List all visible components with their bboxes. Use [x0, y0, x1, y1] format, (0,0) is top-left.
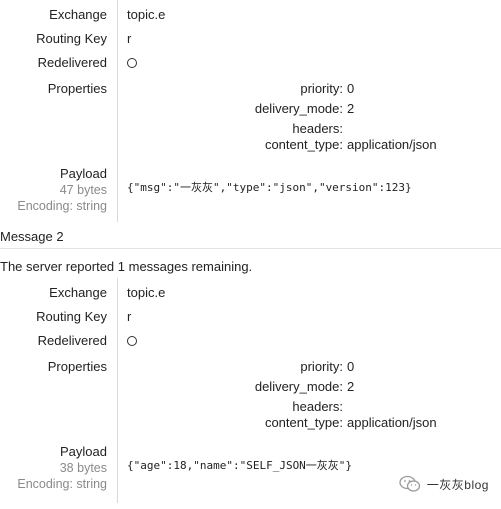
exchange-row: Exchange topic.e: [0, 283, 501, 303]
priority-row: priority: 0: [121, 79, 501, 99]
delivery-mode-row: delivery_mode: 2: [121, 99, 501, 119]
content-type-value: application/json: [347, 415, 437, 430]
content-type-row: content_type: application/json: [121, 135, 501, 155]
redelivered-circle-icon: [127, 335, 137, 346]
payload-label: Payload: [60, 166, 107, 181]
payload-encoding: Encoding: string: [17, 477, 107, 491]
delivery-mode-value: 2: [347, 379, 355, 394]
watermark-text: 一灰灰blog: [426, 477, 489, 492]
exchange-label: Exchange: [49, 285, 107, 300]
delivery-mode-row: delivery_mode: 2: [121, 377, 501, 397]
priority-key: priority:: [300, 81, 343, 96]
properties-row: Properties: [0, 357, 501, 377]
payload-encoding: Encoding: string: [17, 199, 107, 213]
payload-meta: Payload 47 bytes Encoding: string: [0, 166, 107, 214]
exchange-value: topic.e: [127, 285, 166, 300]
content-type-row: content_type: application/json: [121, 413, 501, 433]
payload-value: {"msg":"一灰灰","type":"json","version":123…: [127, 181, 412, 194]
delivery-mode-key: delivery_mode:: [254, 101, 343, 116]
wechat-icon: [399, 475, 421, 493]
content-type-value: application/json: [347, 137, 437, 152]
payload-label: Payload: [60, 444, 107, 459]
priority-value: 0: [347, 81, 355, 96]
routing-key-row: Routing Key r: [0, 29, 501, 49]
redelivered-value: [127, 331, 137, 351]
priority-key: priority:: [300, 359, 343, 374]
priority-value: 0: [347, 359, 355, 374]
redelivered-circle-icon: [127, 57, 137, 68]
headers-key: headers:: [292, 399, 343, 414]
properties-label: Properties: [47, 359, 107, 374]
routing-key-label: Routing Key: [36, 309, 107, 324]
routing-key-value: r: [127, 31, 132, 46]
message-2-header: Message 2: [0, 226, 501, 249]
watermark: 一灰灰blog: [399, 475, 489, 493]
redelivered-row: Redelivered: [0, 53, 501, 73]
redelivered-label: Redelivered: [37, 55, 107, 70]
headers-row: headers:: [121, 397, 501, 417]
exchange-value: topic.e: [127, 7, 166, 22]
headers-key: headers:: [292, 121, 343, 136]
properties-label: Properties: [47, 81, 107, 96]
redelivered-label: Redelivered: [37, 333, 107, 348]
message-1-details: Exchange topic.e Routing Key r Redeliver…: [0, 0, 501, 222]
exchange-row: Exchange topic.e: [0, 5, 501, 25]
payload-value: {"age":18,"name":"SELF_JSON一灰灰"}: [127, 459, 353, 472]
delivery-mode-key: delivery_mode:: [254, 379, 343, 394]
content-type-key: content_type:: [264, 415, 343, 430]
routing-key-label: Routing Key: [36, 31, 107, 46]
message-2-details: Exchange topic.e Routing Key r Redeliver…: [0, 278, 501, 503]
routing-key-value: r: [127, 309, 132, 324]
content-type-key: content_type:: [264, 137, 343, 152]
priority-row: priority: 0: [121, 357, 501, 377]
payload-bytes: 38 bytes: [59, 461, 107, 475]
routing-key-row: Routing Key r: [0, 307, 501, 327]
exchange-label: Exchange: [49, 7, 107, 22]
delivery-mode-value: 2: [347, 101, 355, 116]
divider-line: [117, 0, 118, 222]
server-remaining-note: The server reported 1 messages remaining…: [0, 259, 253, 274]
redelivered-row: Redelivered: [0, 331, 501, 351]
redelivered-value: [127, 53, 137, 73]
payload-bytes: 47 bytes: [59, 183, 107, 197]
divider-line: [117, 278, 118, 503]
properties-row: Properties: [0, 79, 501, 99]
payload-meta: Payload 38 bytes Encoding: string: [0, 444, 107, 492]
headers-row: headers:: [121, 119, 501, 139]
